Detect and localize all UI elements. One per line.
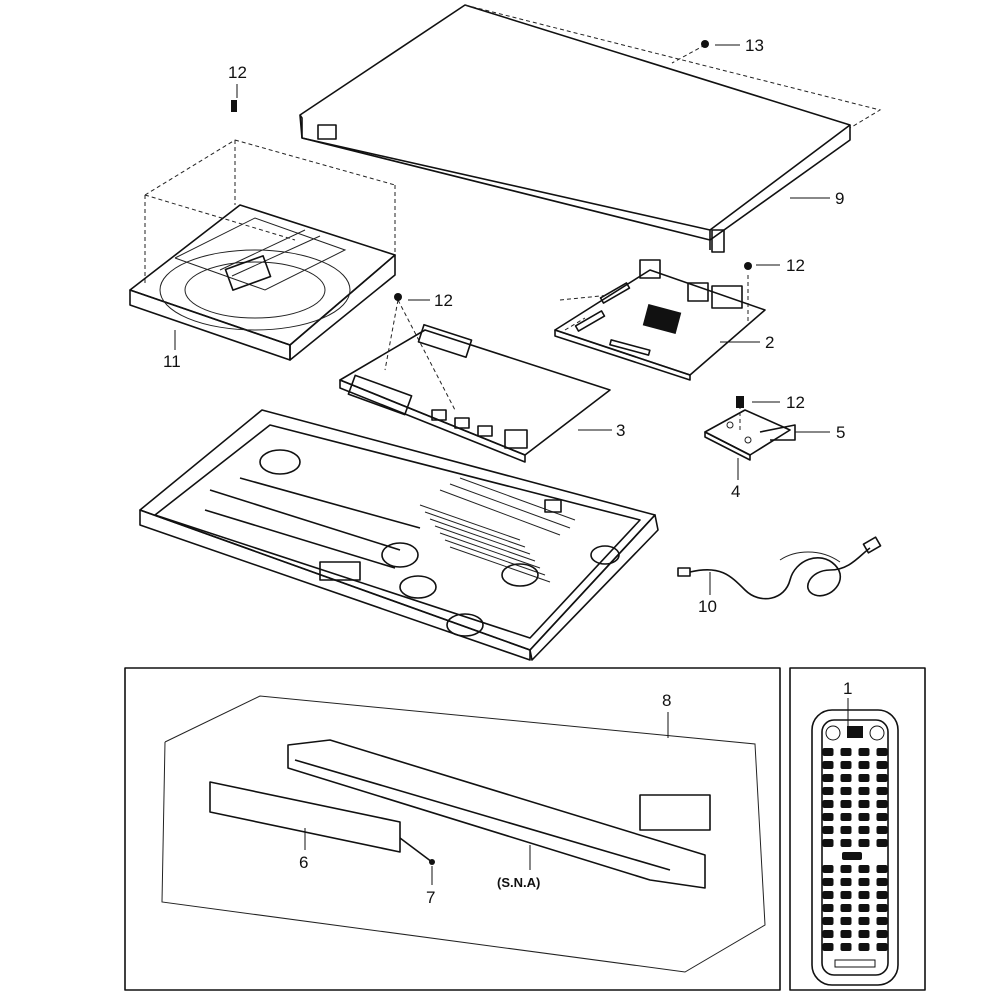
remote-button — [822, 787, 834, 795]
callout-12-bracket: 12 — [786, 393, 805, 412]
remote-button — [822, 761, 834, 769]
remote-button — [858, 917, 870, 925]
remote-button — [858, 839, 870, 847]
remote-button — [840, 787, 852, 795]
sna-label: (S.N.A) — [497, 875, 540, 890]
callout-13: 13 — [745, 36, 764, 55]
remote-button — [876, 813, 888, 821]
remote-button — [840, 839, 852, 847]
remote-button — [842, 852, 862, 860]
remote-button — [840, 813, 852, 821]
callout-11: 11 — [163, 352, 181, 371]
remote-button — [858, 748, 870, 756]
remote-button — [822, 826, 834, 834]
remote-button — [858, 761, 870, 769]
remote-button — [858, 826, 870, 834]
remote-button — [858, 891, 870, 899]
callout-12-main-board: 12 — [434, 291, 453, 310]
remote-button — [876, 774, 888, 782]
remote-button — [876, 891, 888, 899]
remote-button — [840, 904, 852, 912]
callout-1: 1 — [843, 679, 852, 698]
disc-tray-assembly — [129, 139, 396, 361]
remote-button — [858, 943, 870, 951]
remote-button — [822, 865, 834, 873]
callout-6: 6 — [299, 853, 308, 872]
remote-button — [840, 917, 852, 925]
callout-2: 2 — [765, 333, 774, 352]
remote-button — [822, 839, 834, 847]
screws — [231, 40, 752, 408]
remote-button — [822, 774, 834, 782]
remote-button — [858, 787, 870, 795]
callout-8: 8 — [662, 691, 671, 710]
remote-button — [822, 800, 834, 808]
remote-button — [876, 748, 888, 756]
remote-button — [822, 891, 834, 899]
bottom-chassis — [139, 409, 659, 661]
remote-button — [822, 943, 834, 951]
remote-button — [876, 787, 888, 795]
remote-button — [822, 878, 834, 886]
remote-button — [840, 891, 852, 899]
remote-button — [840, 774, 852, 782]
remote-button — [840, 943, 852, 951]
callout-10: 10 — [698, 597, 717, 616]
callout-12-sub-board: 12 — [786, 256, 805, 275]
callout-labels: 13 9 12 12 2 12 5 3 4 10 11 12 8 1 6 7 (… — [163, 36, 852, 907]
remote-button — [822, 748, 834, 756]
main-board — [339, 299, 611, 463]
remote-button — [876, 839, 888, 847]
remote-button — [822, 904, 834, 912]
top-cover — [299, 4, 882, 253]
callout-12-tray: 12 — [228, 63, 247, 82]
remote-button — [876, 943, 888, 951]
remote-button — [840, 878, 852, 886]
remote-box — [789, 667, 926, 991]
remote-button — [858, 930, 870, 938]
callout-4: 4 — [731, 482, 740, 501]
bracket-board — [704, 405, 796, 461]
remote-button — [840, 761, 852, 769]
callout-5: 5 — [836, 423, 845, 442]
remote-button — [876, 826, 888, 834]
remote-button — [858, 800, 870, 808]
remote-button — [822, 930, 834, 938]
remote-button — [858, 904, 870, 912]
leader-lines — [174, 44, 849, 885]
remote-button — [858, 774, 870, 782]
remote-button — [876, 917, 888, 925]
remote-button — [876, 878, 888, 886]
remote-button — [840, 800, 852, 808]
remote-button — [876, 800, 888, 808]
remote-button — [876, 761, 888, 769]
callout-9: 9 — [835, 189, 844, 208]
remote-button — [858, 813, 870, 821]
remote-button — [822, 917, 834, 925]
callout-7: 7 — [426, 888, 435, 907]
remote-button — [858, 878, 870, 886]
remote-button — [876, 865, 888, 873]
remote-button — [822, 813, 834, 821]
remote-button — [840, 930, 852, 938]
front-panel-box — [124, 667, 781, 991]
remote-button — [840, 826, 852, 834]
remote-button — [858, 865, 870, 873]
callout-3: 3 — [616, 421, 625, 440]
power-cord — [677, 536, 882, 600]
remote-button — [876, 930, 888, 938]
remote-button — [876, 904, 888, 912]
sub-board — [554, 259, 766, 381]
remote-button — [840, 748, 852, 756]
remote-button — [840, 865, 852, 873]
